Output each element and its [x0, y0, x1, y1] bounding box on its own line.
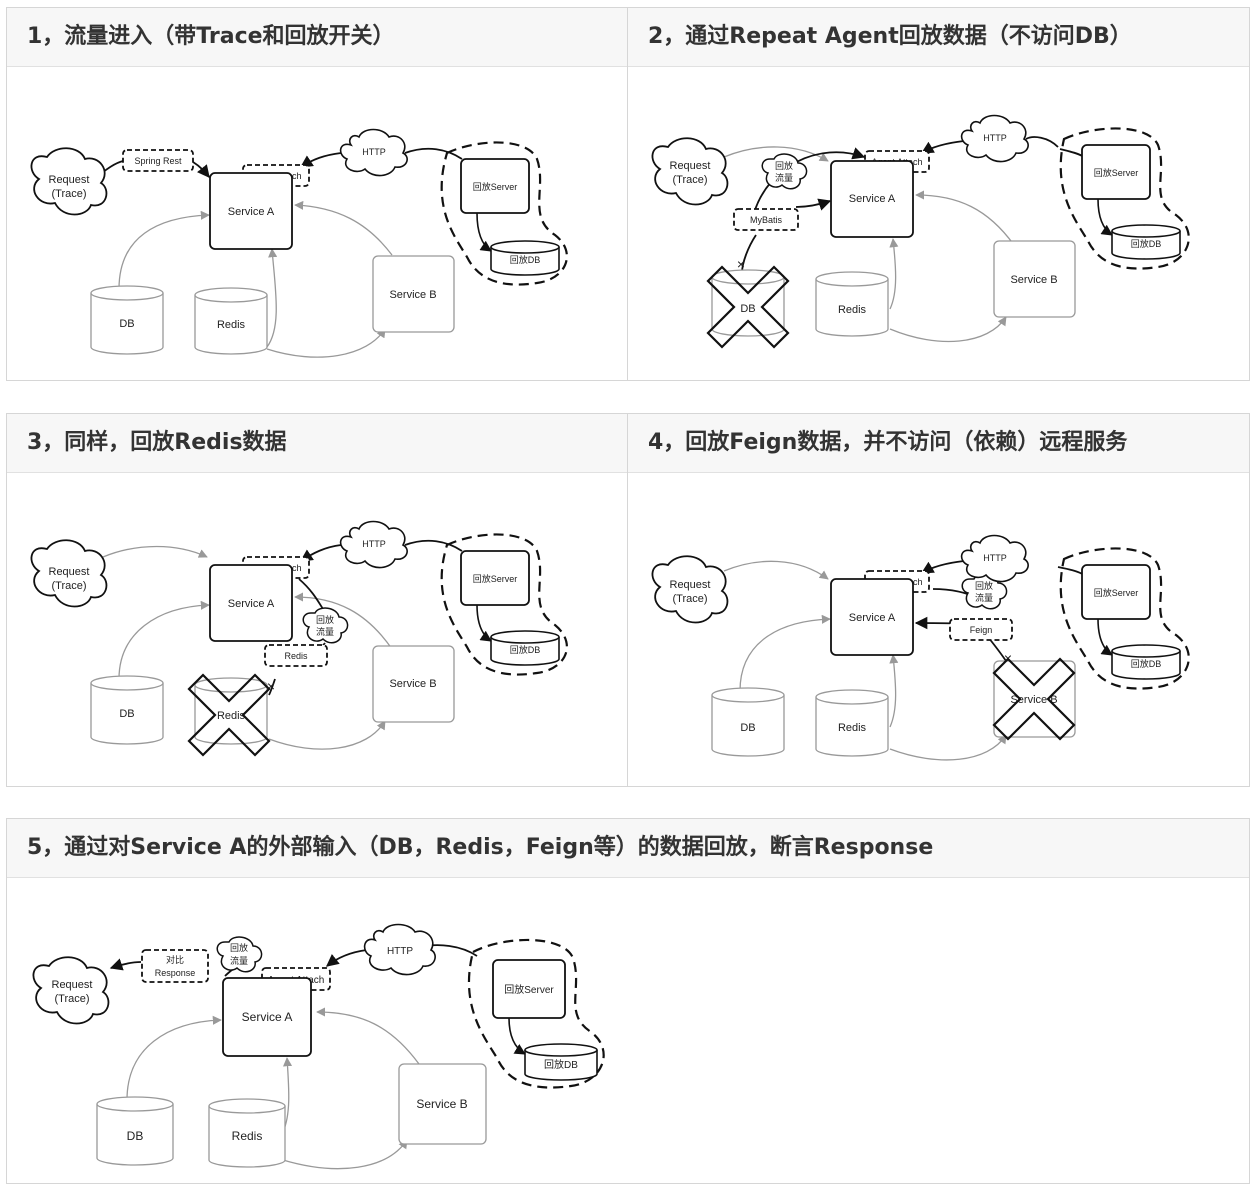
labels-redis-tag: Redis: [284, 651, 308, 661]
redis-cylinder: [194, 287, 268, 355]
labels-db: DB: [740, 303, 755, 315]
labels-trace: (Trace): [672, 174, 707, 186]
service-b-cross-icon: [992, 657, 1076, 741]
request-label: Request: [49, 174, 90, 186]
labels-db: DB: [740, 722, 755, 734]
diagram-5: Request (Trace) 对比 Response 回放 流量 Agent …: [32, 923, 605, 1170]
service-b-box-disabled: [993, 660, 1076, 738]
labels-mybatis: MyBatis: [750, 215, 783, 225]
diagram-1: Request (Trace) Spring Rest Agent Attach…: [30, 128, 568, 358]
labels-replay-server: 回放Server: [504, 983, 554, 996]
diagram-4: × Request (Trace) Agent Attach 回放 流量 Fei…: [651, 534, 1190, 761]
svg-text:×: ×: [737, 256, 745, 272]
labels-service-a: Service A: [242, 1010, 293, 1024]
labels-trace: (Trace): [54, 993, 89, 1005]
redis-cross-icon: [187, 673, 271, 757]
replay-group-outline: [440, 141, 568, 286]
labels-replay-server: 回放Server: [1094, 587, 1139, 598]
labels-replay-db: 回放DB: [1131, 238, 1162, 249]
http-cloud: [339, 128, 408, 177]
labels-db: DB: [119, 708, 134, 720]
panel-3-title: 3，同样，回放Redis数据: [7, 414, 627, 473]
labels-replay: 回放: [316, 614, 334, 625]
redis-cylinder-disabled: [194, 677, 268, 745]
labels-spring-rest: Spring Rest: [134, 156, 182, 166]
labels-compare: 对比: [166, 954, 184, 965]
labels-trace: (Trace): [51, 580, 86, 592]
labels-replay-server: 回放Server: [1094, 167, 1139, 178]
labels-db: DB: [119, 318, 134, 330]
labels-replay-db: 回放DB: [510, 644, 541, 655]
labels-replay-server: 回放Server: [473, 573, 518, 584]
labels-replay: 回放: [975, 580, 993, 591]
diagram-3: × Request (Trace) Agent Attach 回放 流量 Red…: [30, 520, 568, 757]
labels-service-b: Service B: [389, 289, 436, 301]
labels-service-b: Service B: [1010, 274, 1057, 286]
labels-redis: Redis: [232, 1129, 263, 1143]
labels-replay-db: 回放DB: [510, 254, 541, 265]
labels-replay-db: 回放DB: [1131, 658, 1162, 669]
labels-replay: 回放: [775, 160, 793, 171]
panel-2: 2，通过Repeat Agent回放数据（不访问DB） × Request (T…: [627, 7, 1250, 381]
labels-service-b: Service B: [416, 1097, 467, 1111]
replay-server-box: [460, 158, 530, 214]
spring-rest-tag: [122, 149, 194, 172]
labels-traffic: 流量: [316, 626, 334, 637]
labels-service-a: Service A: [849, 193, 896, 205]
panel-4-title: 4，回放Feign数据，并不访问（依赖）远程服务: [628, 414, 1249, 473]
trace-label: (Trace): [51, 188, 86, 200]
labels-feign: Feign: [970, 625, 993, 635]
labels-request: Request: [670, 579, 711, 591]
labels-response: Response: [155, 968, 196, 978]
labels-request: Request: [52, 979, 93, 991]
labels-redis: Redis: [217, 319, 246, 331]
diagram-2: × Request (Trace) 回放 流量 MyBatis Agent At…: [651, 114, 1190, 349]
labels-trace: (Trace): [672, 593, 707, 605]
labels-replay-server: 回放Server: [473, 181, 518, 192]
panel-2-title: 2，通过Repeat Agent回放数据（不访问DB）: [628, 8, 1249, 67]
labels-service-b: Service B: [389, 678, 436, 690]
labels-service-a: Service A: [228, 206, 275, 218]
labels-traffic: 流量: [230, 955, 248, 966]
labels-replay: 回放: [230, 942, 248, 953]
panel-4: 4，回放Feign数据，并不访问（依赖）远程服务 × Request (Trac…: [627, 413, 1250, 787]
compare-response-tag: [141, 949, 209, 983]
service-b-box: [372, 255, 455, 333]
labels-service-a: Service A: [849, 612, 896, 624]
labels-http: HTTP: [362, 539, 386, 549]
labels-replay-db: 回放DB: [544, 1058, 578, 1071]
labels-request: Request: [670, 160, 711, 172]
labels-traffic: 流量: [975, 592, 993, 603]
labels-redis: Redis: [838, 722, 867, 734]
service-a-box: [209, 172, 293, 250]
svg-text:×: ×: [267, 678, 275, 694]
panel-3: 3，同样，回放Redis数据 × Request (Trace) Agent A…: [6, 413, 628, 787]
labels-service-b: Service B: [1010, 694, 1057, 706]
labels-http: HTTP: [387, 946, 413, 957]
request-cloud: [30, 147, 108, 216]
db-cylinder: [90, 285, 164, 355]
replay-db-cylinder: [490, 240, 560, 276]
labels-redis: Redis: [838, 304, 867, 316]
panel-5-title: 5，通过对Service A的外部输入（DB，Redis，Feign等）的数据回…: [7, 819, 1249, 878]
labels-redis: Redis: [217, 710, 246, 722]
labels-http: HTTP: [983, 133, 1007, 143]
panel-1-title: 1，流量进入（带Trace和回放开关）: [7, 8, 627, 67]
labels-traffic: 流量: [775, 172, 793, 183]
labels-http: HTTP: [362, 147, 386, 157]
labels-request: Request: [49, 566, 90, 578]
panel-1: 1，流量进入（带Trace和回放开关） Request (Trace) Spri…: [6, 7, 628, 381]
labels-http: HTTP: [983, 553, 1007, 563]
labels-db: DB: [127, 1129, 144, 1143]
db-cross-icon: [706, 265, 790, 349]
labels-service-a: Service A: [228, 598, 275, 610]
panel-5: 5，通过对Service A的外部输入（DB，Redis，Feign等）的数据回…: [6, 818, 1250, 1184]
